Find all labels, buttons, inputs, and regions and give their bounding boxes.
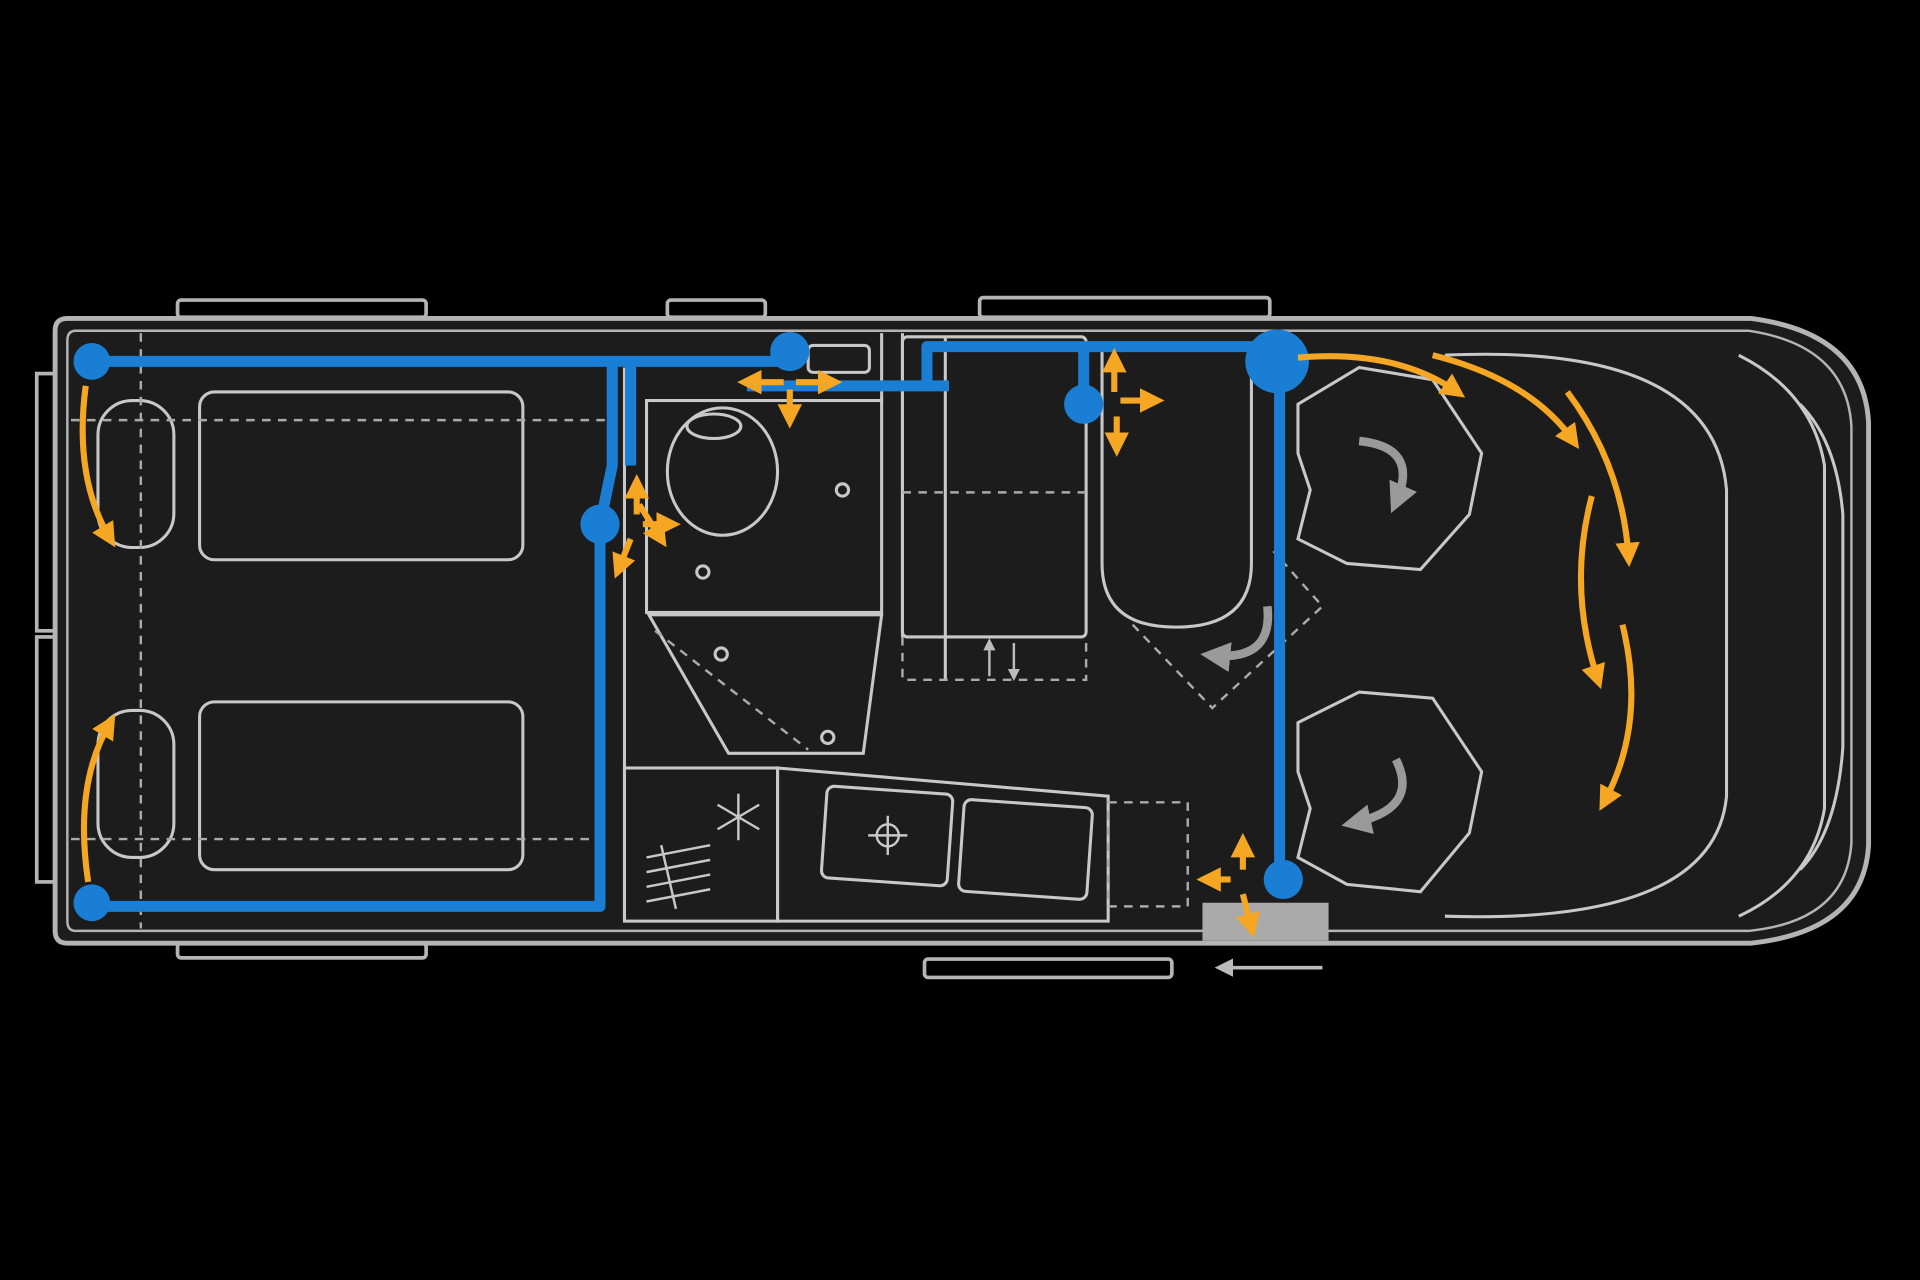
swivel-arrow-icon	[1200, 605, 1273, 673]
swivel-arrow-icon	[1358, 436, 1417, 514]
sink	[957, 798, 1094, 901]
bench	[900, 335, 1088, 639]
airflow-arrows	[79, 347, 1640, 938]
bed-left	[198, 390, 525, 562]
entry-step-plate	[1202, 902, 1329, 941]
swivel-arrow-icon	[1341, 757, 1407, 834]
passenger-seat	[1296, 690, 1484, 894]
driver-seat	[1296, 365, 1484, 572]
slide-arrows-icon	[983, 638, 1020, 682]
heating-outlets	[73, 329, 1309, 922]
hob	[819, 784, 955, 888]
van-body-outline	[52, 316, 1872, 946]
heater-unit	[1245, 329, 1309, 394]
table	[1100, 345, 1253, 629]
cab-seats	[1296, 352, 1845, 919]
pillow-left	[96, 399, 176, 550]
kitchen	[622, 766, 1110, 923]
shower-tray	[646, 613, 884, 755]
snowflake-icon	[716, 793, 760, 841]
pillow-right	[96, 708, 176, 859]
fridge-vent	[646, 843, 711, 910]
rear-beds	[96, 390, 525, 872]
hob-burner-icon	[868, 815, 908, 855]
toilet	[665, 406, 780, 537]
bed-right	[198, 700, 525, 872]
entry-step	[922, 957, 1174, 980]
